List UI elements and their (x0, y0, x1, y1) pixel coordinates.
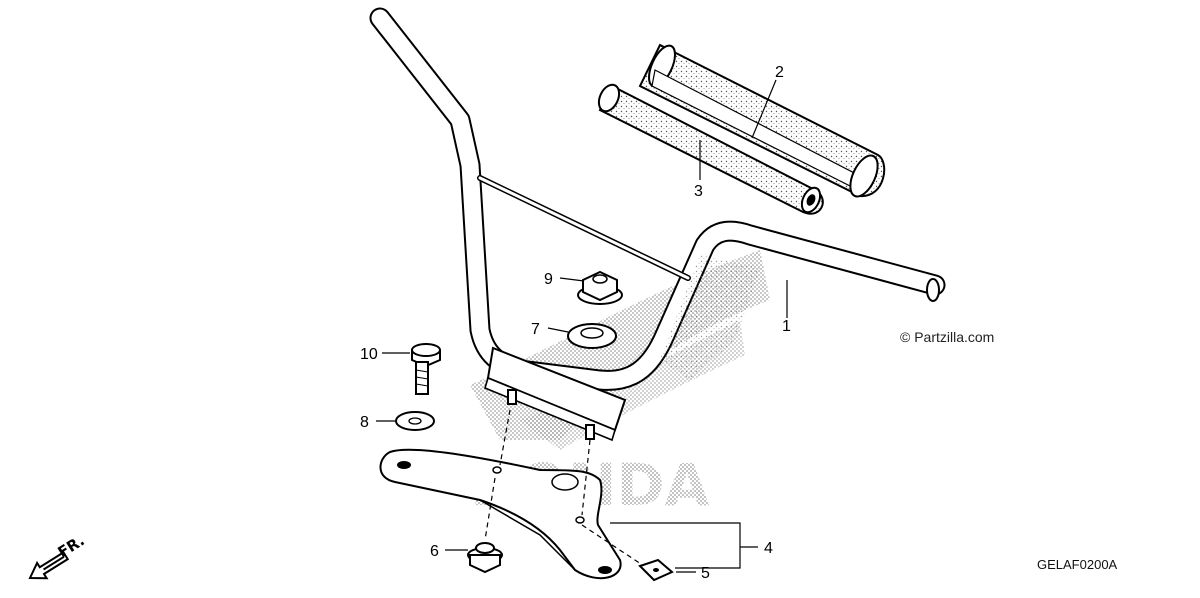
callout-6: 6 (430, 543, 439, 560)
flange-nut-part[interactable] (577, 270, 623, 305)
handlebar-pad-part[interactable] (638, 42, 886, 201)
callout-10: 10 (360, 346, 378, 363)
lower-flange-nut-part[interactable] (467, 542, 503, 574)
front-arrow-icon (28, 550, 70, 580)
small-washer-part[interactable] (395, 411, 435, 431)
callout-5: 5 (701, 565, 710, 582)
handlebar-part[interactable] (369, 7, 946, 391)
handlebar-clamp[interactable] (484, 346, 627, 442)
diagram-code: GELAF0200A (1037, 557, 1118, 572)
callout-labels: 1 2 3 4 5 6 7 8 9 10 (360, 64, 791, 582)
callout-4: 4 (764, 540, 773, 557)
callout-9: 9 (544, 271, 553, 288)
leader-lines (376, 79, 788, 573)
clip-nut-part[interactable] (638, 558, 674, 582)
handlebar-end-icon (926, 278, 940, 302)
handlebar-holder-part[interactable] (379, 448, 622, 580)
bolt-part[interactable] (411, 342, 441, 395)
washer-part[interactable] (567, 323, 617, 349)
callout-3: 3 (694, 183, 703, 200)
callout-1: 1 (782, 318, 791, 335)
callout-8: 8 (360, 414, 369, 431)
credit-text: © Partzilla.com (900, 329, 994, 345)
assembly-lines (484, 409, 651, 571)
callout-7: 7 (531, 321, 540, 338)
handlebar-inner-pad-part[interactable] (595, 82, 824, 216)
callout-2: 2 (775, 64, 784, 81)
